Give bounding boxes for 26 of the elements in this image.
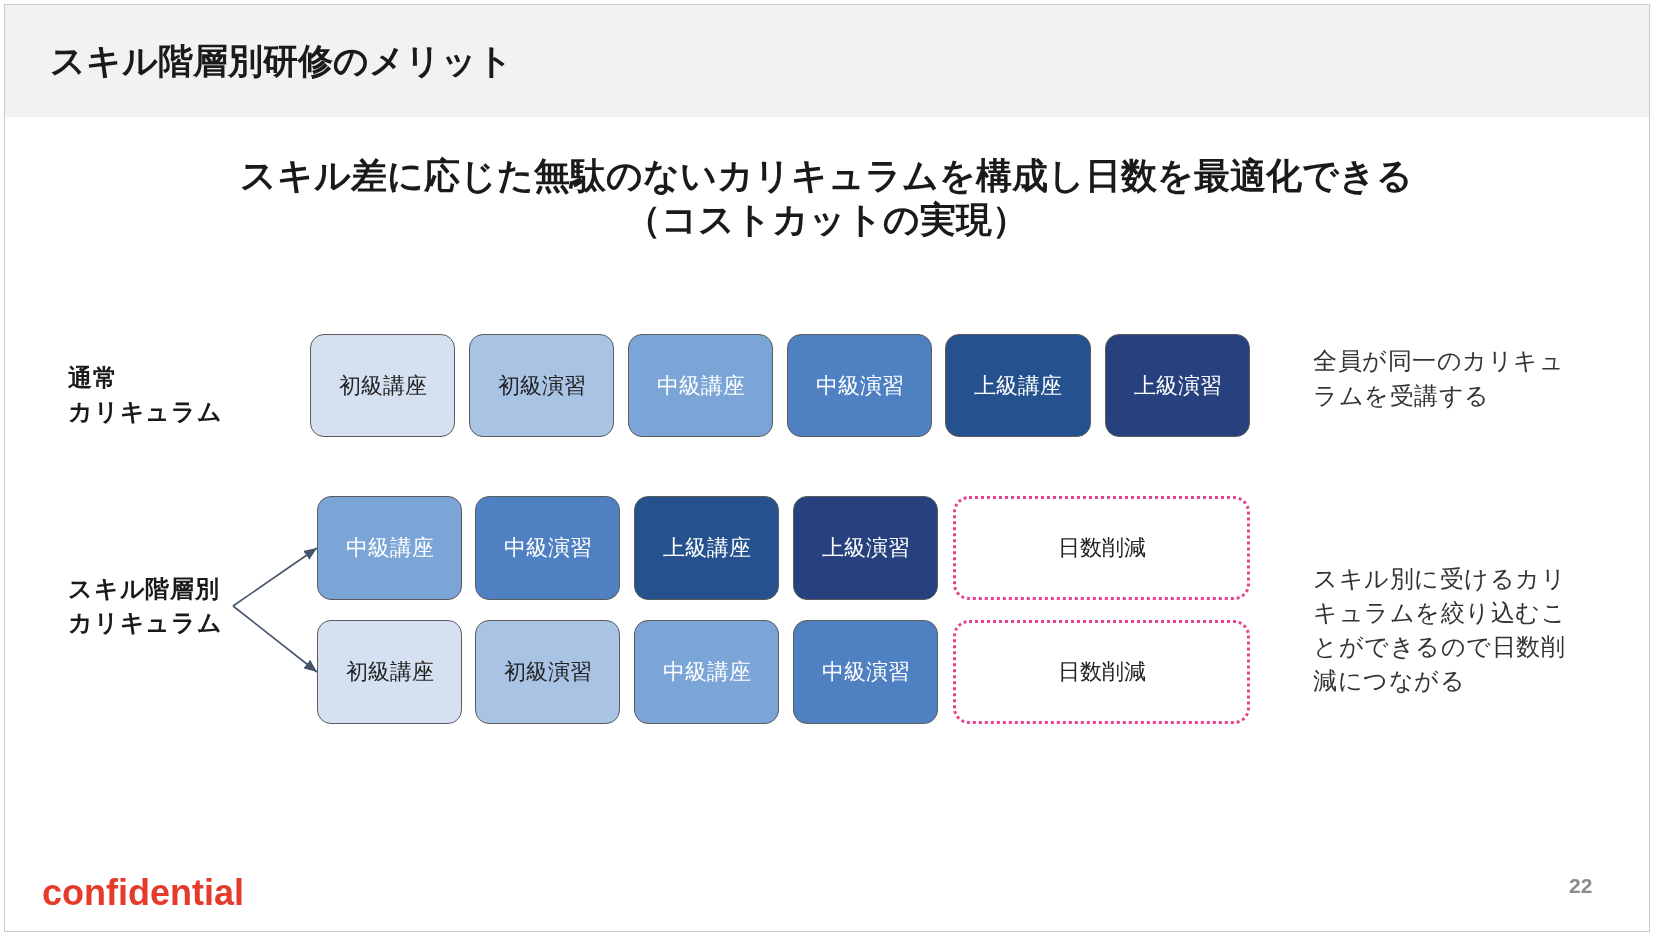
confidential-text: confidential [42,871,244,915]
row-label: スキル階層別カリキュラム [68,572,233,640]
slide-title: スキル階層別研修のメリット [50,40,513,83]
course-box: 初級演習 [475,620,620,724]
course-box: 上級講座 [945,334,1091,437]
subtitle: スキル差に応じた無駄のないカリキュラムを構成し日数を最適化できる（コストカットの実現） [238,154,1414,242]
row-label: 通常カリキュラム [68,363,224,428]
course-box: 中級演習 [475,496,620,600]
page-number: 22 [1569,873,1593,899]
course-box: 上級講座 [634,496,779,600]
arrow [232,547,318,607]
note-text: スキル別に受けるカリキュラムを絞り込むことができるので日数削減につながる [1313,564,1567,697]
course-box: 中級講座 [634,620,779,724]
course-box: 中級演習 [787,334,932,437]
note-text: 全員が同一のカリキュラムを受講する [1313,346,1565,412]
course-box: 中級講座 [628,334,773,437]
course-box: 中級演習 [793,620,938,724]
course-box: 上級演習 [1105,334,1250,437]
course-box: 初級講座 [317,620,462,724]
course-box: 上級演習 [793,496,938,600]
dotted-box: 日数削減 [953,620,1250,724]
course-box: 中級講座 [317,496,462,600]
course-box: 初級講座 [310,334,455,437]
course-box: 初級演習 [469,334,614,437]
arrow [232,605,318,673]
dotted-box: 日数削減 [953,496,1250,600]
